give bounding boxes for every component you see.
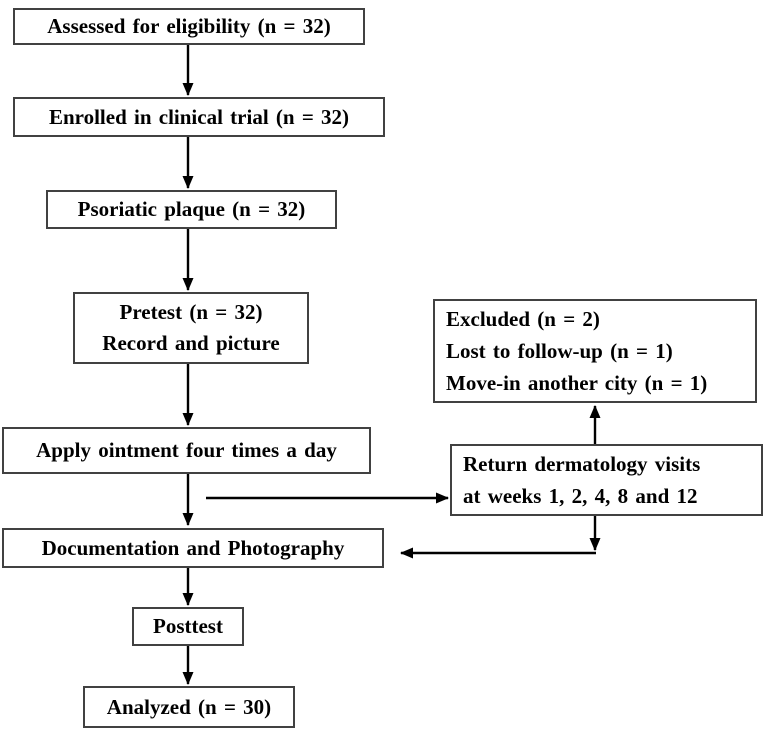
box-psoriatic-plaque: Psoriatic plaque (n = 32) [46, 190, 337, 229]
box-posttest-label: Posttest [153, 614, 223, 638]
box-documentation-and-photography: Documentation and Photography [2, 528, 384, 568]
box-enrolled-label: Enrolled in clinical trial (n = 32) [48, 104, 350, 129]
box-psoriatic-label: Psoriatic plaque (n = 32) [77, 197, 306, 221]
box-posttest: Posttest [132, 607, 244, 646]
box-assessed-for-eligibility: Assessed for eligibility (n = 32) [13, 8, 365, 45]
box-apply-ointment: Apply ointment four times a day [2, 427, 371, 474]
box-return-line-2: at weeks 1, 2, 4, 8 and 12 [463, 484, 698, 508]
box-excluded-line-1: Excluded (n = 2) [446, 307, 600, 331]
box-excluded: Excluded (n = 2) Lost to follow-up (n = … [433, 299, 757, 403]
box-excluded-line-2: Lost to follow-up (n = 1) [446, 339, 673, 363]
box-return-dermatology-visits: Return dermatology visits at weeks 1, 2,… [450, 444, 763, 516]
box-documentation-label: Documentation and Photography [41, 535, 345, 560]
box-pretest: Pretest (n = 32) Record and picture [73, 292, 309, 364]
box-analyzed-label: Analyzed (n = 30) [106, 694, 272, 719]
box-analyzed: Analyzed (n = 30) [83, 686, 295, 728]
box-pretest-line-2: Record and picture [102, 331, 280, 355]
box-return-line-1: Return dermatology visits [463, 452, 701, 476]
box-pretest-line-1: Pretest (n = 32) [119, 300, 263, 324]
box-assessed-label: Assessed for eligibility (n = 32) [47, 14, 331, 38]
box-excluded-line-3: Move-in another city (n = 1) [446, 371, 708, 395]
box-apply-label: Apply ointment four times a day [36, 438, 337, 462]
box-enrolled-in-clinical-trial: Enrolled in clinical trial (n = 32) [13, 97, 385, 137]
